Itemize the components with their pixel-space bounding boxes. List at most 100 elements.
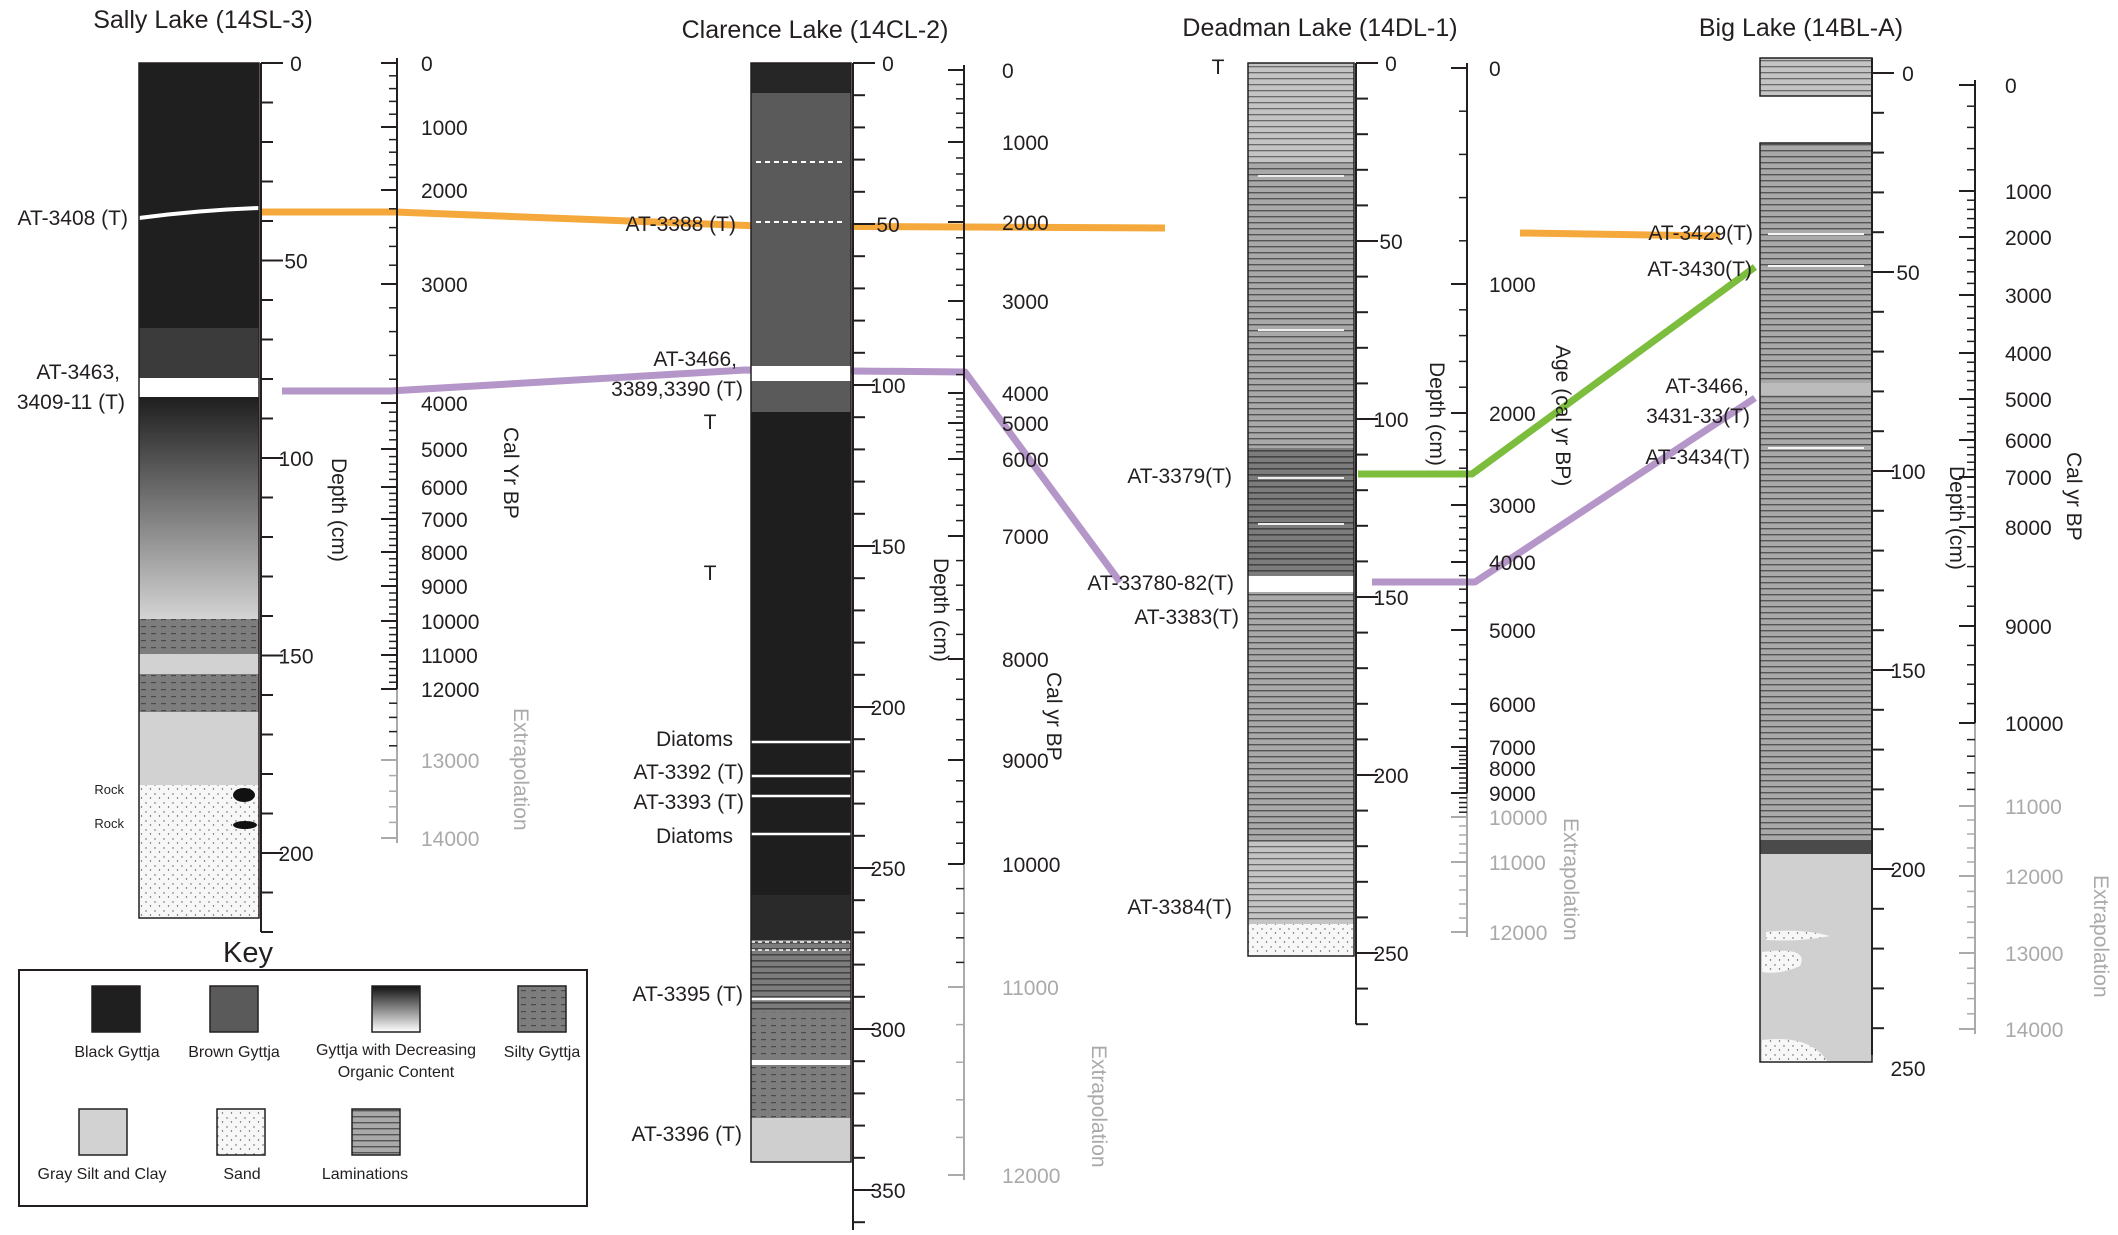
sample-label: AT-3384(T): [1127, 896, 1232, 919]
depth-tick-label: 0: [882, 53, 894, 76]
sally-gray-silt-2: [139, 712, 259, 785]
depth-tick-label: 100: [1890, 461, 1925, 484]
tephra-line-green: [1358, 264, 1758, 478]
depth-tick-label: 100: [1373, 409, 1408, 432]
sample-label: AT-3434(T): [1645, 446, 1750, 469]
depth-tick-label: 50: [876, 214, 899, 237]
depth-tick-label: 50: [1379, 231, 1402, 254]
depth-axis-title: Depth (cm): [1945, 466, 1968, 570]
sample-label: Diatoms: [656, 728, 733, 751]
extrapolation-label: Extrapolation: [1087, 1045, 1110, 1168]
age-tick-label: 0: [1002, 60, 1014, 83]
deadman-core-outline: [1247, 62, 1355, 957]
sally-rock: [233, 788, 255, 802]
age-tick-label: 2000: [421, 180, 468, 203]
age-tick-label: 7000: [421, 509, 468, 532]
sample-label: T: [1212, 56, 1225, 79]
key-item-label: Silty Gyttja: [504, 1044, 581, 1061]
depth-tick-label: 150: [1890, 660, 1925, 683]
sally-sand: [139, 785, 259, 918]
clarence-tephra-layer: [751, 1060, 851, 1065]
age-axis-title: Age (cal yr BP): [1551, 345, 1574, 486]
age-tick-label: 10000: [2005, 713, 2063, 736]
sally-gray-silt: [139, 654, 259, 674]
deadman-laminations-4: [1248, 592, 1354, 842]
sample-label: AT-3466,: [653, 348, 737, 371]
age-axis-title: Cal yr BP: [2062, 452, 2085, 541]
extrapolation-label: Extrapolation: [509, 708, 532, 831]
key-item-label: Laminations: [322, 1166, 408, 1183]
age-tick-label: 7000: [1002, 526, 1049, 549]
big-top-section: [1760, 58, 1872, 96]
age-tick-label: 5000: [1002, 413, 1049, 436]
depth-axis-title: Depth (cm): [327, 458, 350, 562]
key-item-label: Gray Silt and Clay: [38, 1166, 167, 1183]
core-title: Deadman Lake (14DL-1): [1182, 14, 1457, 42]
sample-label: Diatoms: [656, 825, 733, 848]
age-tick-label: 11000: [421, 645, 478, 668]
core-title: Clarence Lake (14CL-2): [682, 16, 949, 44]
age-tick-label: 11000: [2005, 796, 2062, 819]
clarence-black-gyttja-2: [751, 895, 851, 940]
key-item-label: Organic Content: [338, 1064, 455, 1081]
age-tick-label: 2000: [1489, 403, 1536, 426]
age-tick-label: 3000: [421, 274, 468, 297]
sample-label: AT-3388 (T): [626, 213, 736, 236]
deadman-laminations-2: [1248, 163, 1354, 448]
key-swatch-gray-silt: [78, 1108, 128, 1156]
age-tick-label: 0: [2005, 75, 2017, 98]
key-item-label: Black Gyttja: [74, 1044, 159, 1061]
tephra-line-orange-2: [1519, 229, 1721, 240]
sally-tephra-gap: [139, 378, 259, 397]
age-tick-label: 3000: [1002, 291, 1049, 314]
depth-tick-label: 200: [1890, 859, 1925, 882]
sally-rock: [233, 821, 257, 829]
sample-label: AT-33780-82(T): [1087, 572, 1234, 595]
age-tick-label: 1000: [2005, 181, 2052, 204]
sample-label: AT-3379(T): [1127, 465, 1232, 488]
age-tick-label: 1000: [1002, 132, 1049, 155]
age-tick-label: 12000: [1489, 922, 1547, 945]
big-laminations-2: [1760, 395, 1872, 840]
age-tick-label: 11000: [1002, 977, 1059, 1000]
age-tick-label: 4000: [1002, 383, 1049, 406]
age-tick-label: 10000: [421, 611, 479, 634]
big-laminations: [1760, 143, 1872, 383]
key-swatch-silty-gyttja: [517, 985, 567, 1033]
depth-tick-label: 100: [278, 448, 313, 471]
age-tick-label: 8000: [1002, 649, 1049, 672]
age-tick-label: 4000: [421, 393, 468, 416]
depth-tick-label: 200: [1373, 765, 1408, 788]
age-tick-label: 0: [421, 53, 433, 76]
key-swatch-sand: [216, 1108, 266, 1156]
key-item-label: Sand: [223, 1166, 260, 1183]
age-tick-label: 6000: [421, 477, 468, 500]
depth-tick-label: 200: [278, 843, 313, 866]
sample-label: AT-3383(T): [1134, 606, 1239, 629]
age-tick-label: 10000: [1002, 854, 1060, 877]
depth-tick-label: 300: [870, 1019, 905, 1042]
depth-axis-title: Depth (cm): [929, 558, 952, 662]
sample-label: 3431-33(T): [1646, 405, 1750, 428]
depth-tick-label: 350: [870, 1180, 905, 1203]
depth-tick-label: 0: [290, 53, 302, 76]
age-tick-label: 14000: [2005, 1019, 2063, 1042]
age-tick-label: 8000: [2005, 517, 2052, 540]
key-box: [18, 969, 588, 1207]
age-tick-label: 9000: [421, 576, 468, 599]
depth-tick-label: 150: [278, 646, 313, 669]
sample-label: T: [704, 411, 717, 434]
age-tick-label: 12000: [1002, 1165, 1060, 1188]
rock-label: Rock: [94, 816, 124, 831]
key-swatch-decreasing-organic: [371, 985, 421, 1033]
depth-tick-label: 100: [870, 375, 905, 398]
extrapolation-label: Extrapolation: [1559, 818, 1582, 941]
age-tick-label: 0: [1489, 58, 1501, 81]
depth-tick-label: 150: [1373, 587, 1408, 610]
sally-tephra-layer: [138, 206, 260, 220]
extrapolation-label: Extrapolation: [2089, 875, 2112, 998]
sally-decreasing-organic: [139, 397, 259, 619]
rock-label: Rock: [94, 782, 124, 797]
